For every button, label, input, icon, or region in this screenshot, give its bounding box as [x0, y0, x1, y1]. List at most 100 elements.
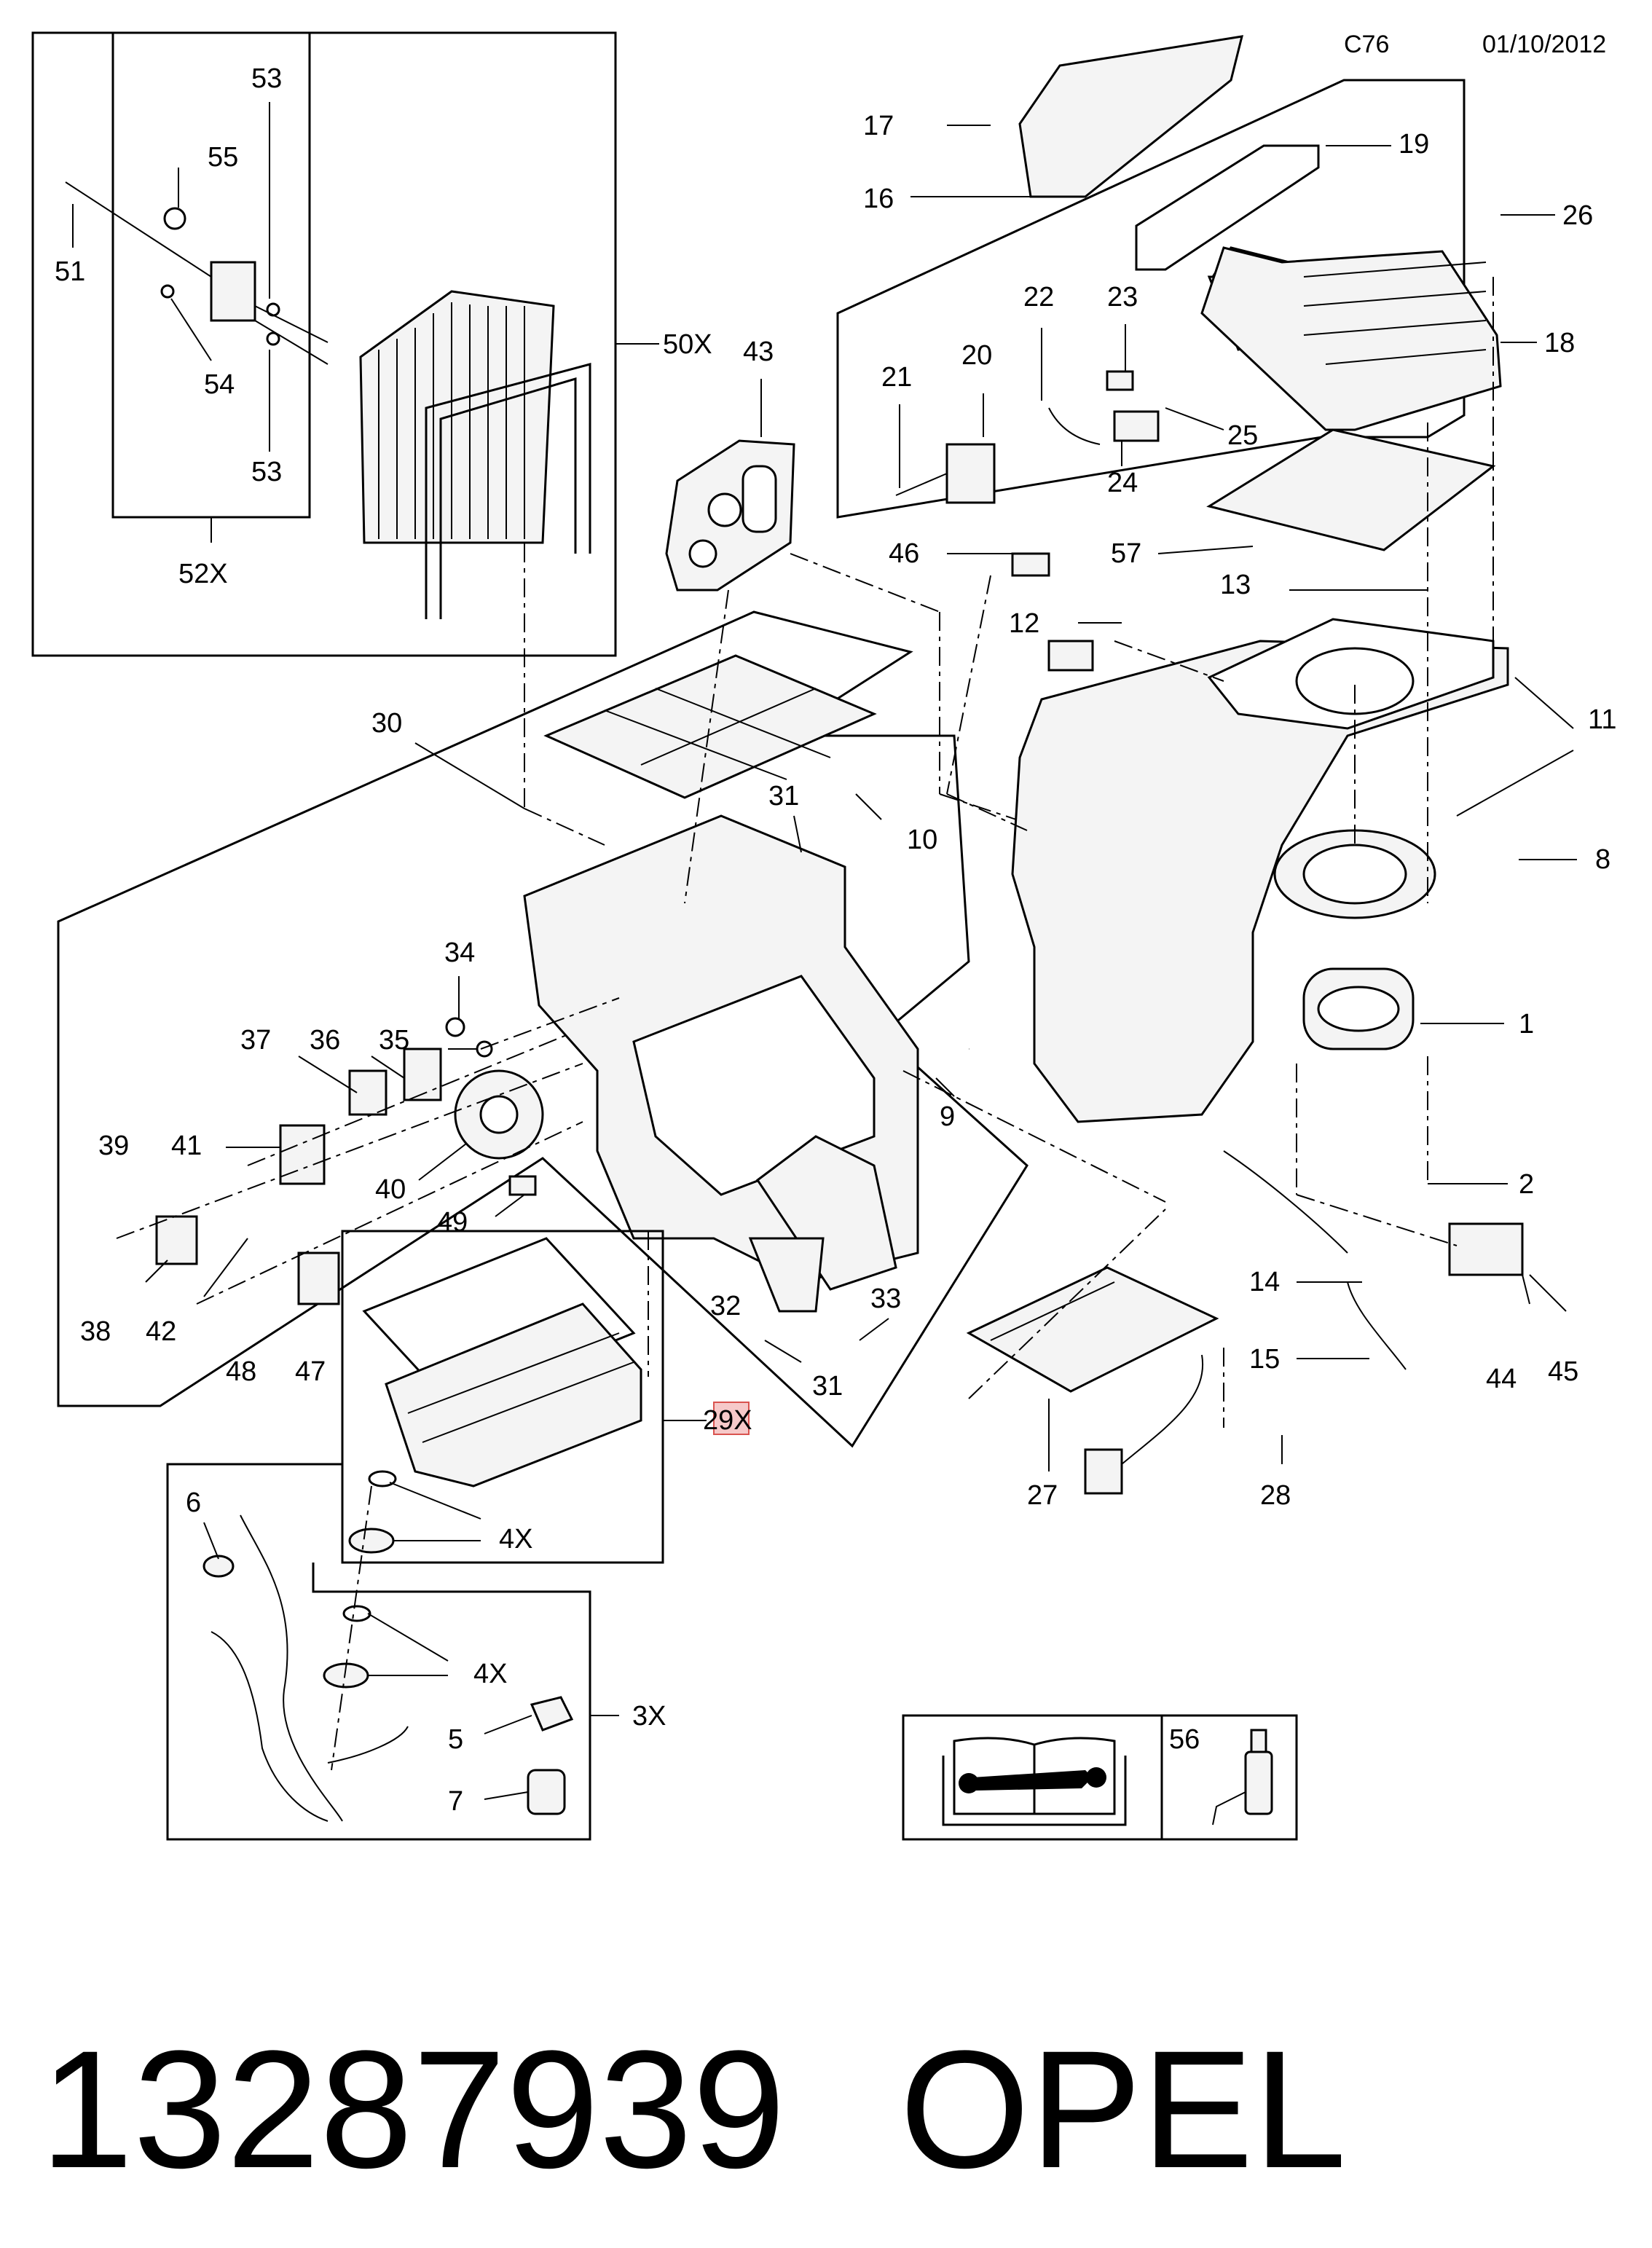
- callout-13: 13: [1220, 570, 1251, 600]
- expansion-valve: [210, 261, 256, 322]
- brand-name: OPEL: [900, 2016, 1347, 2203]
- callout-23: 23: [1107, 282, 1138, 313]
- seal-12: [1047, 640, 1094, 672]
- actuator-36: [403, 1048, 442, 1101]
- callout-43: 43: [743, 337, 774, 367]
- evaporator-seal: [425, 363, 591, 619]
- callout-28: 28: [1260, 1480, 1291, 1511]
- lever-24: [1113, 410, 1160, 442]
- repair-manual-icon: [942, 1737, 1127, 1826]
- filter-frame-31: [543, 654, 877, 799]
- callout-32: 32: [710, 1291, 741, 1321]
- valve-rod: [65, 181, 212, 278]
- callout-33: 33: [870, 1284, 901, 1314]
- callout-42: 42: [146, 1316, 176, 1347]
- callout-57: 57: [1111, 538, 1141, 569]
- callout-45: 45: [1548, 1356, 1578, 1387]
- wiring-14: [1223, 1150, 1348, 1254]
- callout-14: 14: [1249, 1267, 1280, 1297]
- diagram-code: C76: [1344, 31, 1389, 58]
- sensor-46: [1011, 552, 1050, 577]
- callout-4x-bottom: 4X: [473, 1659, 507, 1689]
- hose-7: [527, 1769, 566, 1815]
- callout-4x-top: 4X: [499, 1524, 532, 1555]
- callout-22: 22: [1023, 282, 1054, 313]
- callout-44: 44: [1486, 1364, 1517, 1394]
- gasket-group: 43: [665, 337, 795, 592]
- connector-49: [508, 1175, 537, 1196]
- callout-53-bottom: 53: [251, 457, 282, 487]
- callout-36: 36: [310, 1025, 340, 1056]
- wiring-15: [1347, 1281, 1407, 1370]
- actuator-37: [348, 1069, 388, 1116]
- inlet-duct-16: [1018, 35, 1244, 198]
- callout-8: 8: [1595, 844, 1610, 875]
- callout-49: 49: [437, 1207, 468, 1238]
- diagram-date: 01/10/2012: [1482, 31, 1606, 58]
- callout-35: 35: [379, 1025, 409, 1056]
- link-23: [1106, 370, 1134, 391]
- callout-50x: 50X: [663, 329, 712, 360]
- callout-53-top: 53: [251, 63, 282, 94]
- callout-27: 27: [1027, 1480, 1058, 1511]
- upper-housing-frame: [836, 79, 1466, 519]
- evaporator-fins: [378, 302, 525, 539]
- callout-31-top: 31: [768, 781, 799, 811]
- actuator-38: [155, 1215, 198, 1265]
- callout-17: 17: [863, 111, 894, 141]
- lever-22: [1048, 407, 1101, 445]
- callout-3x: 3X: [632, 1701, 666, 1732]
- seal-19: [1135, 144, 1320, 271]
- heater-core-group: 29X 4X: [341, 1230, 752, 1564]
- callout-9: 9: [940, 1101, 955, 1132]
- resistor-44: [1448, 1222, 1524, 1276]
- pipe-lower: [211, 1631, 329, 1822]
- callout-51: 51: [55, 256, 85, 287]
- callout-52x: 52X: [178, 559, 228, 589]
- callout-55: 55: [208, 142, 238, 173]
- callout-26: 26: [1562, 200, 1593, 231]
- actuator-20: [945, 443, 996, 504]
- highlight-29x: [713, 1402, 750, 1435]
- callout-48: 48: [226, 1356, 256, 1387]
- o-ring: [163, 207, 186, 230]
- callout-11: 11: [1588, 704, 1616, 735]
- evaporator-group: 53 55 51 54 53 52X 50X: [31, 31, 712, 657]
- callout-25: 25: [1227, 420, 1258, 451]
- callout-29x: 29X: [703, 1405, 752, 1436]
- callout-18: 18: [1544, 328, 1575, 358]
- callout-16: 16: [863, 184, 894, 214]
- callout-56: 56: [1169, 1724, 1200, 1755]
- duct-32: [748, 1237, 825, 1313]
- actuator-47: [297, 1251, 340, 1305]
- part-5: [530, 1696, 574, 1732]
- callout-5: 5: [448, 1724, 463, 1755]
- callout-31-bottom: 31: [812, 1371, 843, 1402]
- callout-12: 12: [1009, 608, 1039, 639]
- connector-27: [1084, 1448, 1123, 1495]
- callout-1: 1: [1519, 1009, 1534, 1039]
- pipe-upper: [240, 1514, 343, 1822]
- screw-35: [476, 1040, 493, 1058]
- callout-30: 30: [371, 708, 402, 739]
- evaporator-core: [359, 290, 555, 544]
- blower-upper-case: [1200, 246, 1502, 431]
- callout-7: 7: [448, 1786, 463, 1817]
- upper-housing-group: 17 16 19 26 18 21 20 22 23 25 24 57: [836, 35, 1593, 569]
- callout-21: 21: [881, 362, 912, 393]
- pipes-frame: [166, 1463, 591, 1841]
- heater-pipes-group: 6 4X 5 7 3X: [166, 1463, 666, 1841]
- service-legend-frame: [902, 1714, 1298, 1841]
- clip-6: [202, 1555, 235, 1578]
- callout-34: 34: [444, 938, 475, 968]
- service-legend: 56: [902, 1714, 1298, 1841]
- callout-2: 2: [1519, 1169, 1534, 1200]
- blower-group: 46 13 12 11 8 1 2 14 15 44 45 27 28: [889, 277, 1616, 1511]
- heater-core-frame: [341, 1230, 664, 1564]
- callout-15: 15: [1249, 1344, 1280, 1375]
- part-number: 13287939: [40, 2016, 785, 2203]
- clamp-4x: [348, 1528, 395, 1554]
- screw-34: [445, 1017, 465, 1037]
